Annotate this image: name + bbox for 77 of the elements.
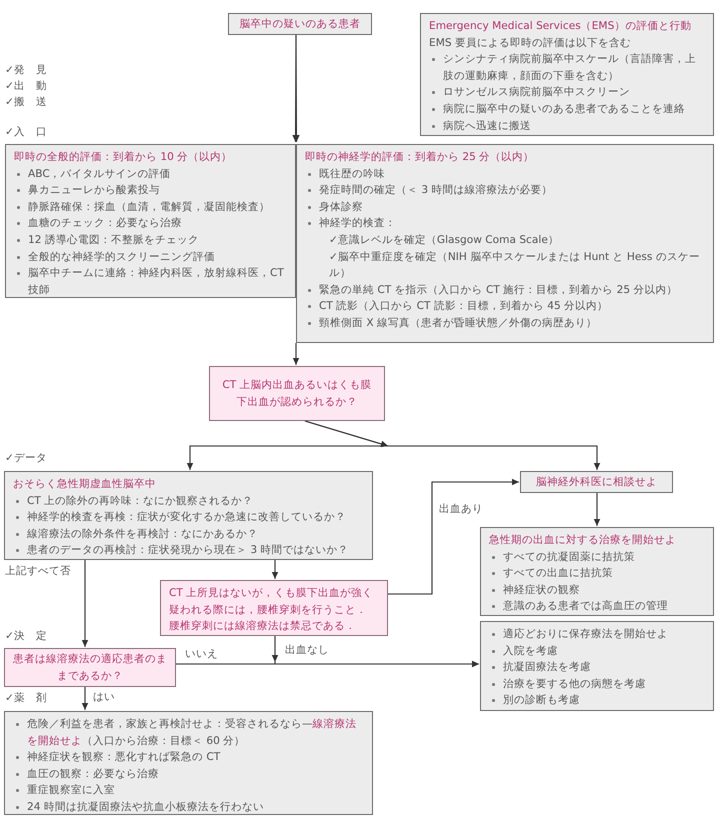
bullet-item: シンシナティ病院前脳卒中スケール（言語障害，上肢の運動麻痺，顔面の下垂を含む）	[429, 51, 705, 84]
process-box	[4, 711, 373, 815]
decision-box	[4, 648, 176, 687]
bullet-item: 別の診断も考慮	[489, 692, 705, 709]
arrow	[82, 687, 88, 710]
stage-label: ✓データ	[5, 451, 47, 466]
bullet-item: 神経症状を観察：悪化すれば緊急の CT	[13, 749, 364, 766]
bullet-item: 線溶療法の除外条件を再検討：なにかあるか？	[13, 526, 364, 542]
bullet-item: 頸椎側面 X 線写真（患者が昏睡状態／外傷の病歴あり）	[305, 314, 705, 332]
bullet-item: 病院に脳卒中の疑いのある患者であることを連絡	[429, 100, 705, 118]
box-text: 脳神経外科医に相談せよ	[535, 474, 658, 490]
box-text: 脳卒中の疑いのある患者	[238, 16, 362, 32]
bullet-item: 血圧の観察：必要なら治療	[13, 766, 364, 782]
bullet-item: 重症観察室に入室	[13, 782, 364, 799]
bullet-item: 意識のある患者では高血圧の管理	[489, 598, 705, 615]
bullet-item: 神経症状の観察	[489, 582, 705, 598]
bullet-item: 発症時間の確定（＜ 3 時間は線溶療法が必要）	[305, 182, 705, 199]
box-heading: 即時の全般的評価：到着から 10 分（以内）	[14, 150, 234, 165]
box-text: CT 上脳内出血あるいはくも膜下出血が認められるか？	[221, 378, 373, 410]
arrow	[272, 560, 278, 579]
bullet-item: 12 誘導心電図：不整脈をチェック	[14, 232, 287, 249]
arrow	[82, 560, 88, 647]
process-box	[4, 471, 373, 560]
stage-label: ✓決 定	[5, 629, 47, 644]
bullet-item: 抗凝固療法を考慮	[489, 659, 705, 676]
bullet-item: 緊急の単純 CT を指示（入口から CT 施行：目標，到着から 25 分以内）	[305, 282, 705, 298]
arrow	[304, 420, 600, 470]
bullet-item: CT 読影（入口から CT 読影：目標，到着から 45 分以内）	[305, 298, 705, 315]
process-box	[5, 144, 296, 298]
arrow	[176, 660, 479, 668]
action-box	[520, 471, 673, 493]
check-item: ✓意識レベルを確定（Glasgow Coma Scale）	[328, 232, 560, 248]
bullet-item: ロサンゼルス病院前脳卒中スクリーン	[429, 84, 705, 101]
box-text: 腰椎穿刺には線溶療法は禁忌である．	[169, 619, 357, 634]
bullet-item: 血糖のチェック：必要なら治療	[14, 215, 287, 232]
bullet-item: 神経学的検査を再検：症状が変化するか急速に改善しているか？	[13, 509, 364, 526]
box-heading: 急性期の出血に対する治療を開始せよ	[489, 533, 677, 548]
bullet-item: 身体診察	[305, 198, 705, 216]
process-box	[480, 527, 714, 616]
bullet-item: 患者のデータの再検討：症状発現から現在＞ 3 時間ではないか？	[13, 542, 364, 559]
arrow	[594, 493, 600, 526]
bullet-item: 既往歴の吟味	[305, 166, 705, 182]
bullet-item: 全般的な神経学的スクリーニング評価	[14, 248, 287, 266]
bullet-item: 危険／利益を患者，家族と再検討せよ：受容されるなら—線溶療法を開始せよ（入口から治療：目標＜ 60 分）	[13, 716, 364, 750]
bullet-item: 病院へ迅速に搬送	[429, 118, 705, 134]
box-heading: Emergency Medical Services（EMS）の評価と行動	[429, 19, 692, 34]
bullet-item: すべての抗凝固薬に拮抗策	[489, 548, 705, 566]
bullet-item: 治療を要する他の病態を考慮	[489, 676, 705, 692]
start-box	[228, 13, 372, 35]
bullet-item: 神経学的検査：	[305, 215, 705, 232]
decision-box	[209, 366, 385, 421]
note-box	[160, 580, 388, 636]
stage-label: ✓搬 送	[5, 95, 47, 110]
bullet-item: CT 上の除外の再吟味：なにか観察されるか？	[13, 492, 364, 510]
process-box	[296, 144, 714, 343]
check-item: ✓脳卒中重症度を確定（NIH 脳卒中スケールまたは Hunt と Hess のスケール）	[328, 250, 701, 282]
bullet-item: ABC，バイタルサインの評価	[14, 166, 287, 182]
bullet-item: すべての出血に拮抗策	[489, 565, 705, 582]
arrow	[388, 478, 519, 595]
box-text: EMS 要員による即時の評価は以下を含む	[429, 36, 632, 51]
info-box	[420, 13, 714, 136]
bullet-item: 静脈路確保：採血（血清，電解質，凝固能検査）	[14, 198, 287, 216]
stage-label: ✓入 口	[5, 125, 47, 140]
box-text: CT 上所見はないが，くも膜下出血が強く疑われる際には，腰椎穿刺を行うこと．	[169, 586, 374, 618]
process-box	[480, 621, 714, 711]
stage-label: ✓薬 剤	[5, 691, 47, 706]
stage-label: ✓発 見	[5, 63, 47, 78]
bullet-item: 入院を考慮	[489, 642, 705, 660]
bullet-item: 24 時間は抗凝固療法や抗血小板療法を行わない	[13, 798, 364, 816]
bullet-item: 脳卒中チームに連絡：神経内科医，放射線科医，CT 技師	[14, 265, 287, 298]
stage-label: ✓出 動	[5, 79, 47, 94]
box-heading: 即時の神経学的評価：到着から 25 分（以内）	[305, 150, 536, 165]
box-text: 患者は線溶療法の適応患者のままであるか？	[13, 652, 167, 684]
bullet-item: 適応どおりに保存療法を開始せよ	[489, 626, 705, 643]
bullet-item: 鼻カニューレから酸素投与	[14, 182, 287, 199]
box-heading: おそらく急性期虚血性脳卒中	[13, 477, 157, 492]
arrow	[292, 343, 300, 365]
